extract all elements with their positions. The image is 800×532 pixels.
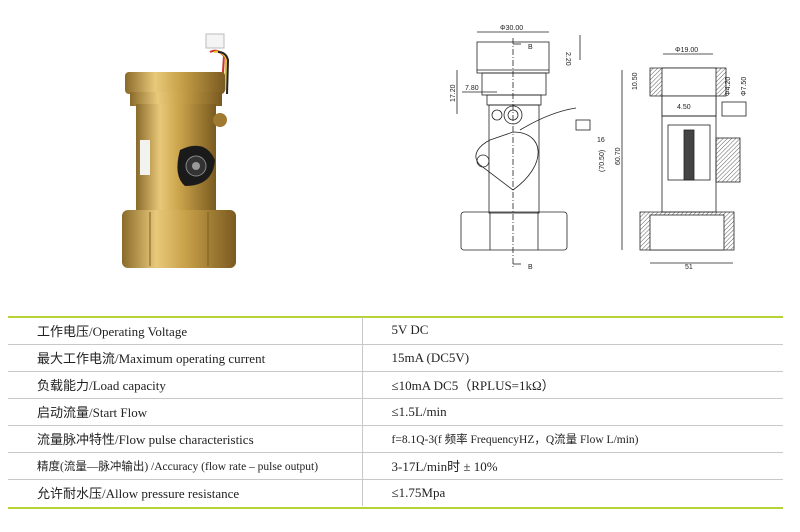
flow-sensor-photo [122,33,236,268]
dim-label: 51 [685,264,693,271]
section-marker: B [528,264,533,271]
section-view-labels: Φ19.00 10.50 Φ4.20 Φ7.50 4.50 60.70 (70.… [599,47,748,271]
dim-label: 4.50 [677,104,691,111]
section-marker: B [528,44,533,51]
spec-value: ≤1.5L/min [362,398,783,426]
spec-label: 启动流量/Start Flow [8,398,363,426]
dim-label: Φ30.00 [500,25,523,32]
product-illustration: Φ30.00 2.20 17.20 7.80 16 B B Φ19.00 10.… [122,25,748,271]
dim-label: 10.50 [632,72,639,90]
dim-label: 2.20 [564,52,571,66]
spec-value: 5V DC [362,317,783,345]
spec-label: 精度(流量—脉冲输出) /Accuracy (flow rate – pulse… [8,452,363,480]
spec-value: f=8.1Q-3(f 频率 FrequencyHZ，Q流量 Flow L/min… [362,425,783,453]
table-bottom-rule [8,507,783,509]
spec-label: 允许耐水压/Allow pressure resistance [8,479,363,506]
front-view-labels: Φ30.00 2.20 17.20 7.80 16 B B [450,25,605,271]
spec-label: 流量脉冲特性/Flow pulse characteristics [8,425,363,453]
dim-label: Φ19.00 [675,47,698,54]
spec-value: 3-17L/min时 ± 10% [362,452,783,480]
dim-label: Φ4.20 [725,77,732,96]
table-row: 负载能力/Load capacity≤10mA DC5（RPLUS=1kΩ） [8,371,783,399]
spec-value: ≤1.75Mpa [391,484,446,500]
spec-label: 最大工作电流/Maximum operating current [8,344,363,372]
spec-value: ≤10mA DC5（RPLUS=1kΩ） [362,371,783,399]
table-row: 允许耐水压/Allow pressure resistance ≤1.75Mpa [8,479,783,506]
dim-label: 17.20 [450,84,457,102]
spec-label: 负载能力/Load capacity [8,371,363,399]
spec-label: 工作电压/Operating Voltage [8,317,363,345]
drawing-front-view [456,31,591,268]
dim-label: 7.80 [465,85,479,92]
dim-label: 60.70 [615,147,622,165]
spec-value: 15mA (DC5V) [362,344,783,372]
table-row: 启动流量/Start Flow≤1.5L/min [8,398,783,426]
dim-label: 16 [597,137,605,144]
drawing-section-view [621,53,747,264]
table-row: 精度(流量—脉冲输出) /Accuracy (flow rate – pulse… [8,452,783,480]
dim-label: (70.50) [599,150,606,172]
dim-label: Φ7.50 [741,77,748,96]
